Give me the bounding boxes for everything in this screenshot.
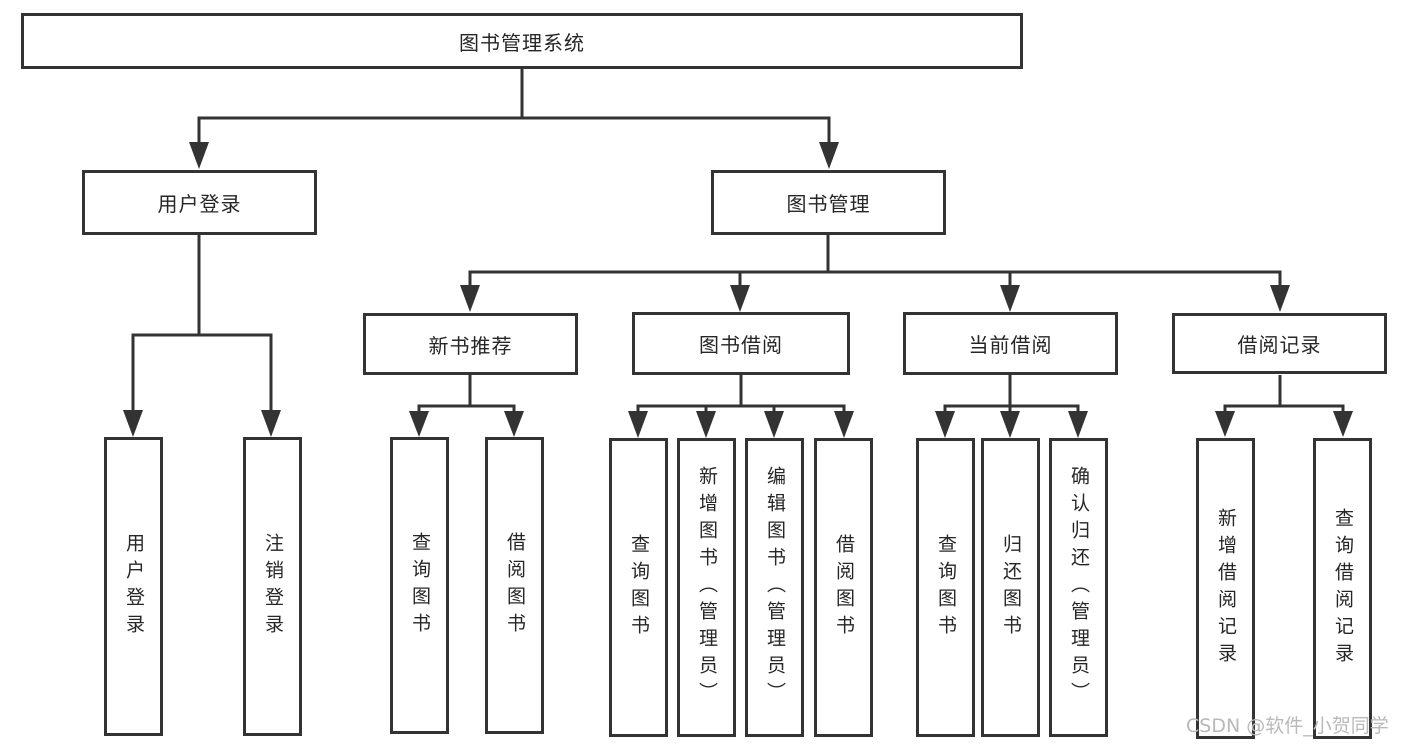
arrowhead-icon [819,142,839,169]
arrowhead-icon [1333,411,1353,437]
arrowhead-icon [189,142,209,169]
node-label: 图书管理系统 [459,30,585,55]
arrowhead-icon [935,411,955,438]
arrowhead-icon [1270,285,1290,312]
connector-recommend-to-leaves [417,375,516,413]
arrowhead-icon [1000,285,1020,312]
leaf-label: 借阅图书 [833,533,855,642]
leaf-current-return-book: 归还图书 [981,438,1040,737]
arrowhead-icon [123,410,143,437]
arrowhead-icon [504,411,524,437]
node-book-borrowing: 图书借阅 [632,312,850,375]
node-user-login: 用户登录 [82,170,317,235]
leaf-borrow-borrow-book: 借阅图书 [814,438,873,737]
connector-borrow-to-leaves [636,375,846,413]
arrowhead-icon [1068,411,1088,438]
connector-root-to-level2 [197,69,831,143]
leaf-label: 查询图书 [935,533,957,642]
leaf-label: 借阅图书 [504,531,526,640]
node-label: 借阅记录 [1237,333,1322,357]
watermark: CSDN @软件_小贺同学 [1186,715,1389,737]
leaf-current-confirm-return-admin: 确认归还（管理员） [1049,438,1108,737]
arrowhead-icon [460,285,480,312]
leaf-recommend-borrow-book: 借阅图书 [485,437,544,734]
leaf-label: 确认归还（管理员） [1068,466,1090,709]
node-label: 当前借阅 [968,333,1053,357]
arrowhead-icon [730,285,750,312]
arrowhead-icon [764,411,784,438]
node-label: 图书管理 [786,192,871,216]
arrowhead-icon [1000,411,1020,438]
leaf-borrow-query-book: 查询图书 [609,438,668,737]
leaf-label: 编辑图书（管理员） [764,466,786,709]
connector-bookmgmt-to-level3 [468,235,1282,286]
node-book-management: 图书管理 [711,170,946,235]
node-label: 用户登录 [157,192,242,216]
node-label: 图书借阅 [699,333,783,357]
arrowhead-icon [834,411,854,438]
leaf-label: 查询图书 [628,533,650,642]
node-borrowing-records: 借阅记录 [1172,313,1387,374]
leaf-borrow-edit-book-admin: 编辑图书（管理员） [745,438,804,737]
leaf-label: 注销登录 [262,532,284,641]
leaf-label: 新增借阅记录 [1215,507,1237,670]
leaf-records-query-record: 查询借阅记录 [1313,438,1372,739]
node-current-borrowing: 当前借阅 [903,312,1118,375]
leaf-logout: 注销登录 [243,437,302,736]
leaf-recommend-query-book: 查询图书 [390,437,449,734]
leaf-label: 用户登录 [123,532,145,641]
arrowhead-icon [628,411,648,438]
leaf-label: 新增图书（管理员） [696,466,718,709]
leaf-borrow-add-book-admin: 新增图书（管理员） [677,438,736,737]
leaf-label: 归还图书 [1000,533,1022,642]
leaf-current-query-book: 查询图书 [916,438,975,737]
arrowhead-icon [261,410,281,437]
leaf-records-add-record: 新增借阅记录 [1196,438,1255,739]
connector-current-to-leaves [943,375,1080,413]
node-library-management-system: 图书管理系统 [21,13,1023,69]
node-new-book-recommendation: 新书推荐 [363,313,578,375]
leaf-label: 查询借阅记录 [1332,507,1354,670]
arrowhead-icon [1215,411,1235,437]
arrowhead-icon [696,411,716,438]
connector-records-to-leaves [1223,375,1345,413]
leaf-user-login: 用户登录 [104,437,163,736]
leaf-label: 查询图书 [409,531,431,640]
node-label: 新书推荐 [428,333,513,358]
arrowhead-icon [409,411,429,437]
connector-userlogin-to-leaves [131,235,273,411]
